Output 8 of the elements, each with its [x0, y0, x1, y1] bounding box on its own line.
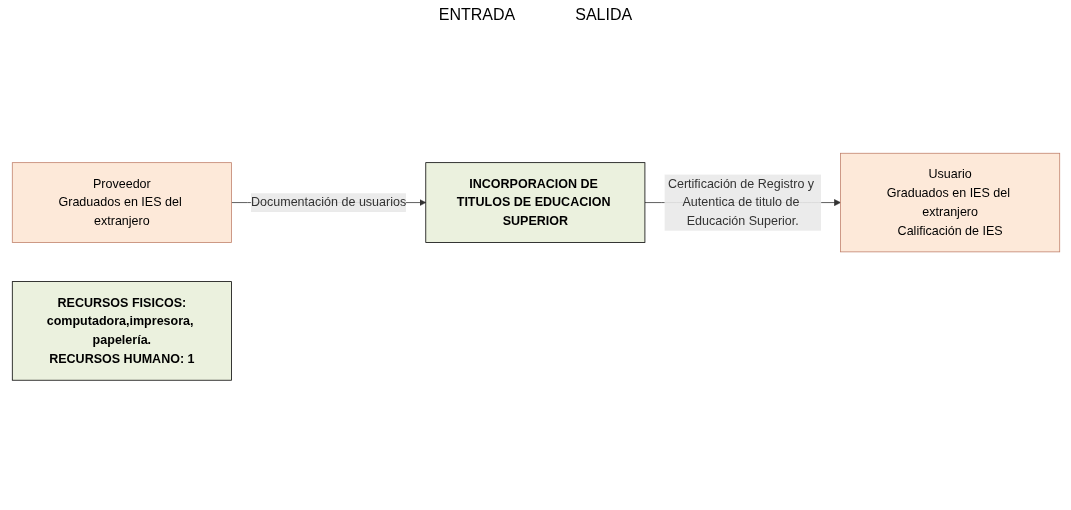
- node-box: RECURSOS FISICOS: computadora,impresora, papelería. RECURSOS HUMANO: 1: [11, 281, 232, 381]
- node-box: INCORPORACION DE TITULOS DE EDUCACION SUPERIOR: [424, 162, 645, 244]
- stage-label: SALIDA: [575, 6, 633, 24]
- node-box: Proveedor Graduados en IES del extranjero: [11, 162, 232, 244]
- stage-label: ENTRADA: [438, 6, 516, 24]
- node-box: Usuario Graduados en IES del extranjero Calificación de IES: [839, 153, 1060, 253]
- edge-label: Documentación de usuarios: [250, 195, 406, 210]
- edge-label: Certificación de Registro y Autentica de titulo de Educación Superior.: [667, 176, 814, 228]
